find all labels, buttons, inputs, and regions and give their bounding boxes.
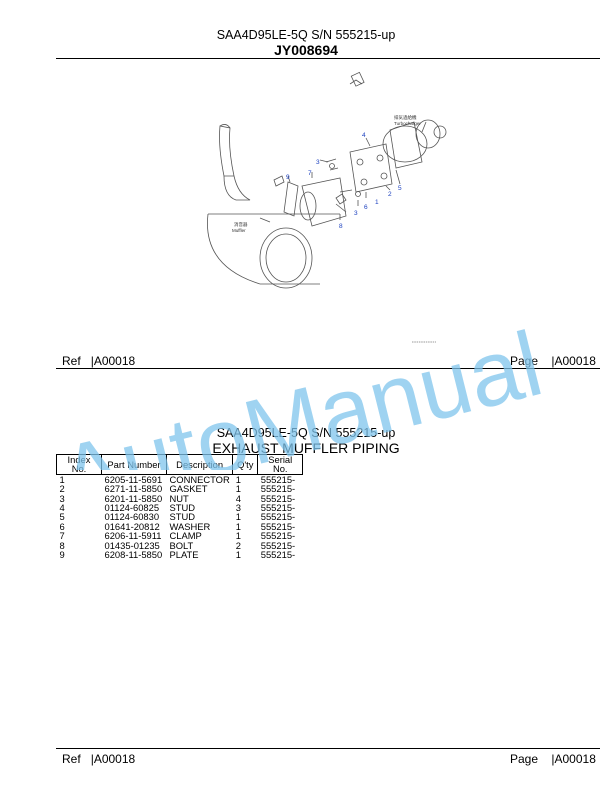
muffler-label-jp: 消音器 <box>234 221 248 228</box>
description-cell: CONNECTOR <box>169 473 230 485</box>
serial-cell: 555215- <box>260 502 296 514</box>
table-row: 4 01124-60825 STUD 3 555215- <box>57 502 303 514</box>
description-cell: PLATE <box>169 549 199 561</box>
ref-top: Ref |A00018 <box>62 354 135 368</box>
ref-top-value: |A00018 <box>90 354 136 368</box>
footer-divider <box>56 748 600 749</box>
description-cell: WASHER <box>169 520 211 532</box>
callout-8: 8 <box>339 223 343 230</box>
muffler-label: Muffler <box>232 228 246 233</box>
ref-bottom-label: Ref <box>62 752 81 766</box>
part-number-cell: 6206-11-5911 <box>104 530 162 542</box>
section-divider <box>56 368 600 369</box>
table-header-row: Index No. Part Number Description Q'ty S… <box>56 454 304 475</box>
col-serial: Serial No. <box>257 454 304 475</box>
col-index: Index No. <box>56 454 102 475</box>
index-cell: 2 <box>59 483 65 495</box>
callout-7: 7 <box>308 170 312 177</box>
part-number-cell: 6201-11-5850 <box>104 492 163 504</box>
col-qty: Q'ty <box>232 454 259 475</box>
index-cell: 1 <box>59 473 65 485</box>
callout-1: 1 <box>375 199 379 206</box>
description-cell: STUD <box>169 511 196 523</box>
index-cell: 6 <box>59 520 65 532</box>
table-row: 2 6271-11-5850 GASKET 1 555215- <box>57 483 303 495</box>
qty-cell: 2 <box>235 539 241 551</box>
callout-5: 5 <box>398 185 402 192</box>
ref-bottom: Ref |A00018 <box>62 752 135 766</box>
turbocharger-label-jp: 排気過給機 <box>394 114 417 121</box>
page-bottom-label: Page <box>510 752 539 766</box>
table-row: 7 6206-11-5911 CLAMP 1 555215- <box>57 530 303 542</box>
header-divider <box>56 58 600 59</box>
index-cell: 5 <box>59 511 65 523</box>
page-top-value: |A00018 <box>551 354 596 368</box>
parts-table: Index No. Part Number Description Q'ty S… <box>56 454 304 561</box>
page-model-line: SAA4D95LE-5Q S/N 555215-up <box>216 28 396 42</box>
page-bottom-value: |A00018 <box>551 752 596 766</box>
callout-6: 6 <box>364 204 368 211</box>
description-cell: CLAMP <box>169 530 202 542</box>
index-cell: 9 <box>59 549 65 561</box>
part-number-cell: 01435-01235 <box>104 539 160 551</box>
parts-model-line: SAA4D95LE-5Q S/N 555215-up <box>216 426 396 440</box>
index-cell: 4 <box>59 502 65 514</box>
serial-cell: 555215- <box>260 483 296 495</box>
exploded-parts-diagram: 3 4 5 2 1 6 3 7 9 8 排気過給機 Turbocharger 消… <box>207 71 447 343</box>
serial-cell: 555215- <box>260 492 296 504</box>
ref-top-label: Ref <box>62 354 81 368</box>
qty-cell: 3 <box>235 502 241 514</box>
page-top-label: Page <box>510 354 539 368</box>
qty-cell: 1 <box>235 549 241 561</box>
description-cell: NUT <box>169 492 189 504</box>
page-code: JY008694 <box>274 42 338 58</box>
index-cell: 8 <box>59 539 65 551</box>
col-part-number: Part Number <box>101 454 167 475</box>
page-bottom: Page |A00018 <box>510 752 596 766</box>
serial-cell: 555215- <box>260 473 296 485</box>
table-row: 9 6208-11-5850 PLATE 1 555215- <box>57 549 303 561</box>
part-number-cell: 01124-60825 <box>104 502 160 514</box>
serial-cell: 555215- <box>260 549 296 561</box>
callout-9: 9 <box>286 174 290 181</box>
serial-cell: 555215- <box>260 530 296 542</box>
part-number-cell: 6208-11-5850 <box>104 549 163 561</box>
description-cell: BOLT <box>169 539 194 551</box>
qty-cell: 4 <box>235 492 241 504</box>
serial-cell: 555215- <box>260 520 296 532</box>
description-cell: GASKET <box>169 483 208 495</box>
qty-cell: 1 <box>235 511 241 523</box>
page-top: Page |A00018 <box>510 354 596 368</box>
part-number-cell: 6271-11-5850 <box>104 483 163 495</box>
serial-cell: 555215- <box>260 511 296 523</box>
qty-cell: 1 <box>235 530 241 542</box>
turbocharger-label: Turbocharger <box>394 121 421 126</box>
table-row: 1 6205-11-5691 CONNECTOR 1 555215- <box>57 474 303 484</box>
table-row: 3 6201-11-5850 NUT 4 555215- <box>57 492 303 504</box>
orientation-arrow-icon <box>349 71 365 87</box>
col-description: Description <box>165 454 234 475</box>
part-number-cell: 01124-60830 <box>104 511 160 523</box>
callout-2: 2 <box>388 191 392 198</box>
parts-title: EXHAUST MUFFLER PIPING <box>212 440 400 456</box>
part-number-cell: 6205-11-5691 <box>104 473 163 485</box>
qty-cell: 1 <box>235 473 241 485</box>
callout-3a: 3 <box>316 159 320 166</box>
part-number-cell: 01641-20812 <box>104 520 160 532</box>
index-cell: 7 <box>59 530 65 542</box>
description-cell: STUD <box>169 502 196 514</box>
serial-cell: 555215- <box>260 539 296 551</box>
table-row: 5 01124-60830 STUD 1 555215- <box>57 511 303 523</box>
ref-bottom-value: |A00018 <box>90 752 136 766</box>
parts-table-body: 1 6205-11-5691 CONNECTOR 1 555215- 2 6271-11-5… <box>57 474 303 561</box>
callout-3b: 3 <box>354 210 358 217</box>
qty-cell: 1 <box>235 483 241 495</box>
table-row: 8 01435-01235 BOLT 2 555215- <box>57 539 303 551</box>
index-cell: 3 <box>59 492 65 504</box>
qty-cell: 1 <box>235 520 241 532</box>
table-row: 6 01641-20812 WASHER 1 555215- <box>57 520 303 532</box>
callout-4: 4 <box>362 132 366 139</box>
